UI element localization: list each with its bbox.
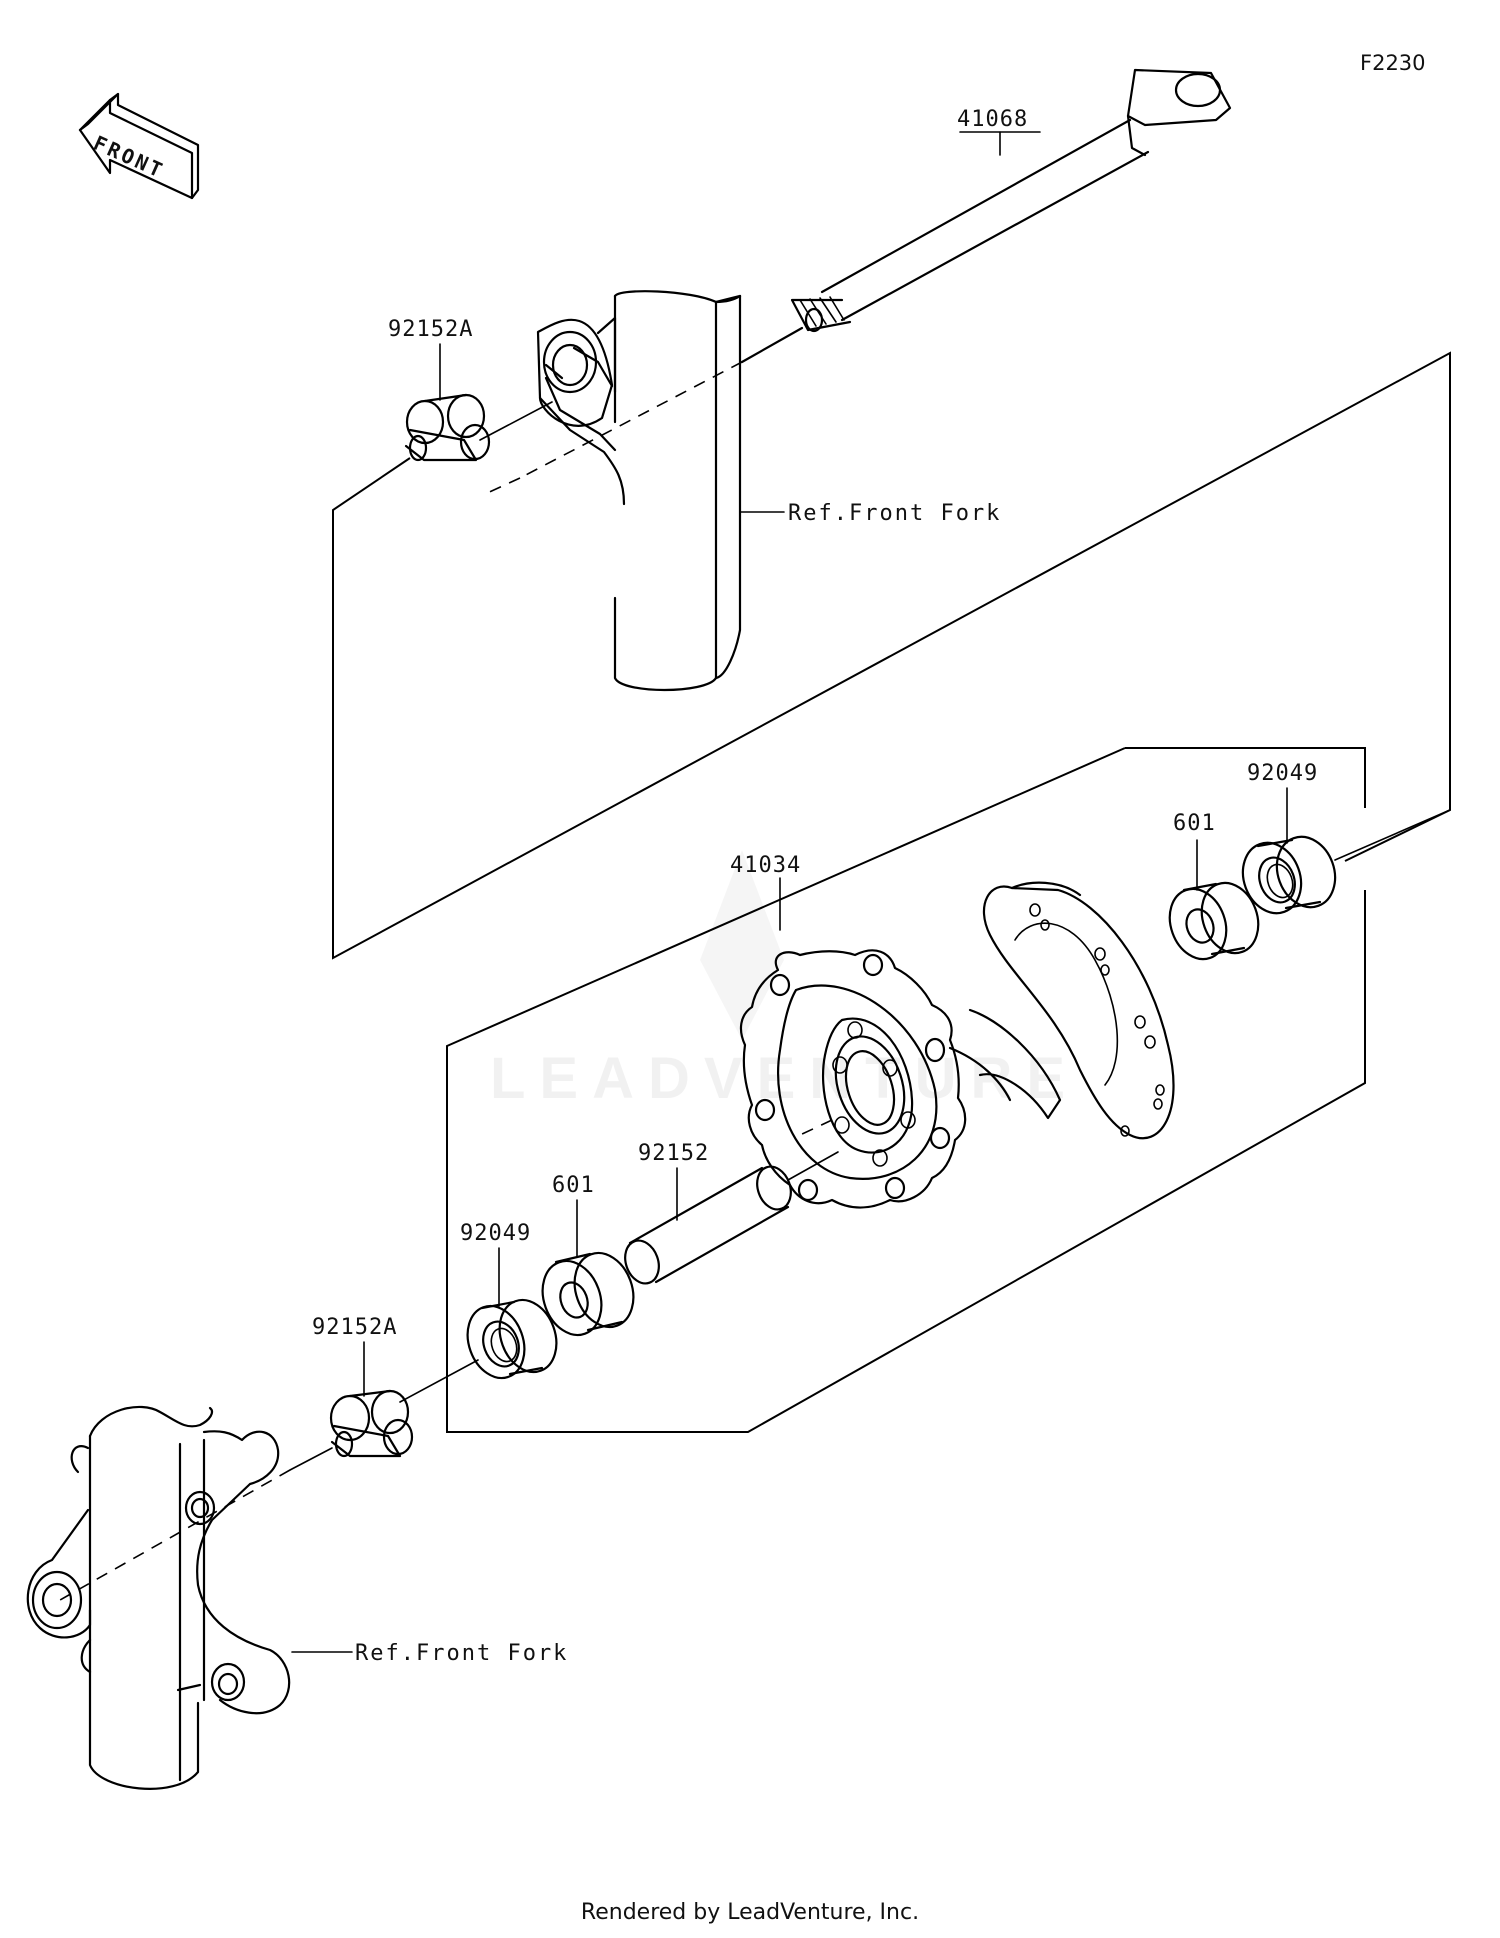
oil-seal-left	[466, 1298, 558, 1380]
part-label-92049-right: 92049	[1247, 761, 1318, 786]
watermark: LEADVENTURE	[490, 850, 1079, 1111]
diagram-code: F2230	[1360, 51, 1426, 75]
watermark-text: LEADVENTURE	[490, 1046, 1079, 1111]
footer-credit: Rendered by LeadVenture, Inc.	[580, 1900, 920, 1925]
axle-shaft	[740, 68, 1232, 364]
front-direction-arrow: FRONT	[78, 92, 200, 200]
bearing-right	[1168, 881, 1260, 961]
ref-label-upper-fork: Ref.Front Fork	[788, 501, 1001, 526]
part-label-601-left: 601	[552, 1173, 595, 1198]
part-label-92152: 92152	[638, 1141, 709, 1166]
bearing-left	[541, 1251, 635, 1337]
lower-fork-leg	[26, 1405, 291, 1790]
collar-lower	[329, 1389, 414, 1458]
part-label-41034: 41034	[730, 853, 801, 878]
part-label-92152a-upper: 92152A	[388, 317, 473, 342]
part-label-601-right: 601	[1173, 811, 1216, 836]
wheel-hub	[739, 881, 1175, 1209]
ref-label-lower-fork: Ref.Front Fork	[355, 1641, 568, 1666]
collar-upper	[404, 393, 491, 462]
part-label-92049-left: 92049	[460, 1221, 531, 1246]
upper-fork-leg	[536, 290, 742, 692]
oil-seal-right	[1241, 835, 1337, 915]
part-label-41068: 41068	[957, 107, 1028, 132]
part-label-92152a-lower: 92152A	[312, 1315, 397, 1340]
front-label: FRONT	[90, 131, 168, 184]
distance-collar	[624, 1165, 792, 1285]
